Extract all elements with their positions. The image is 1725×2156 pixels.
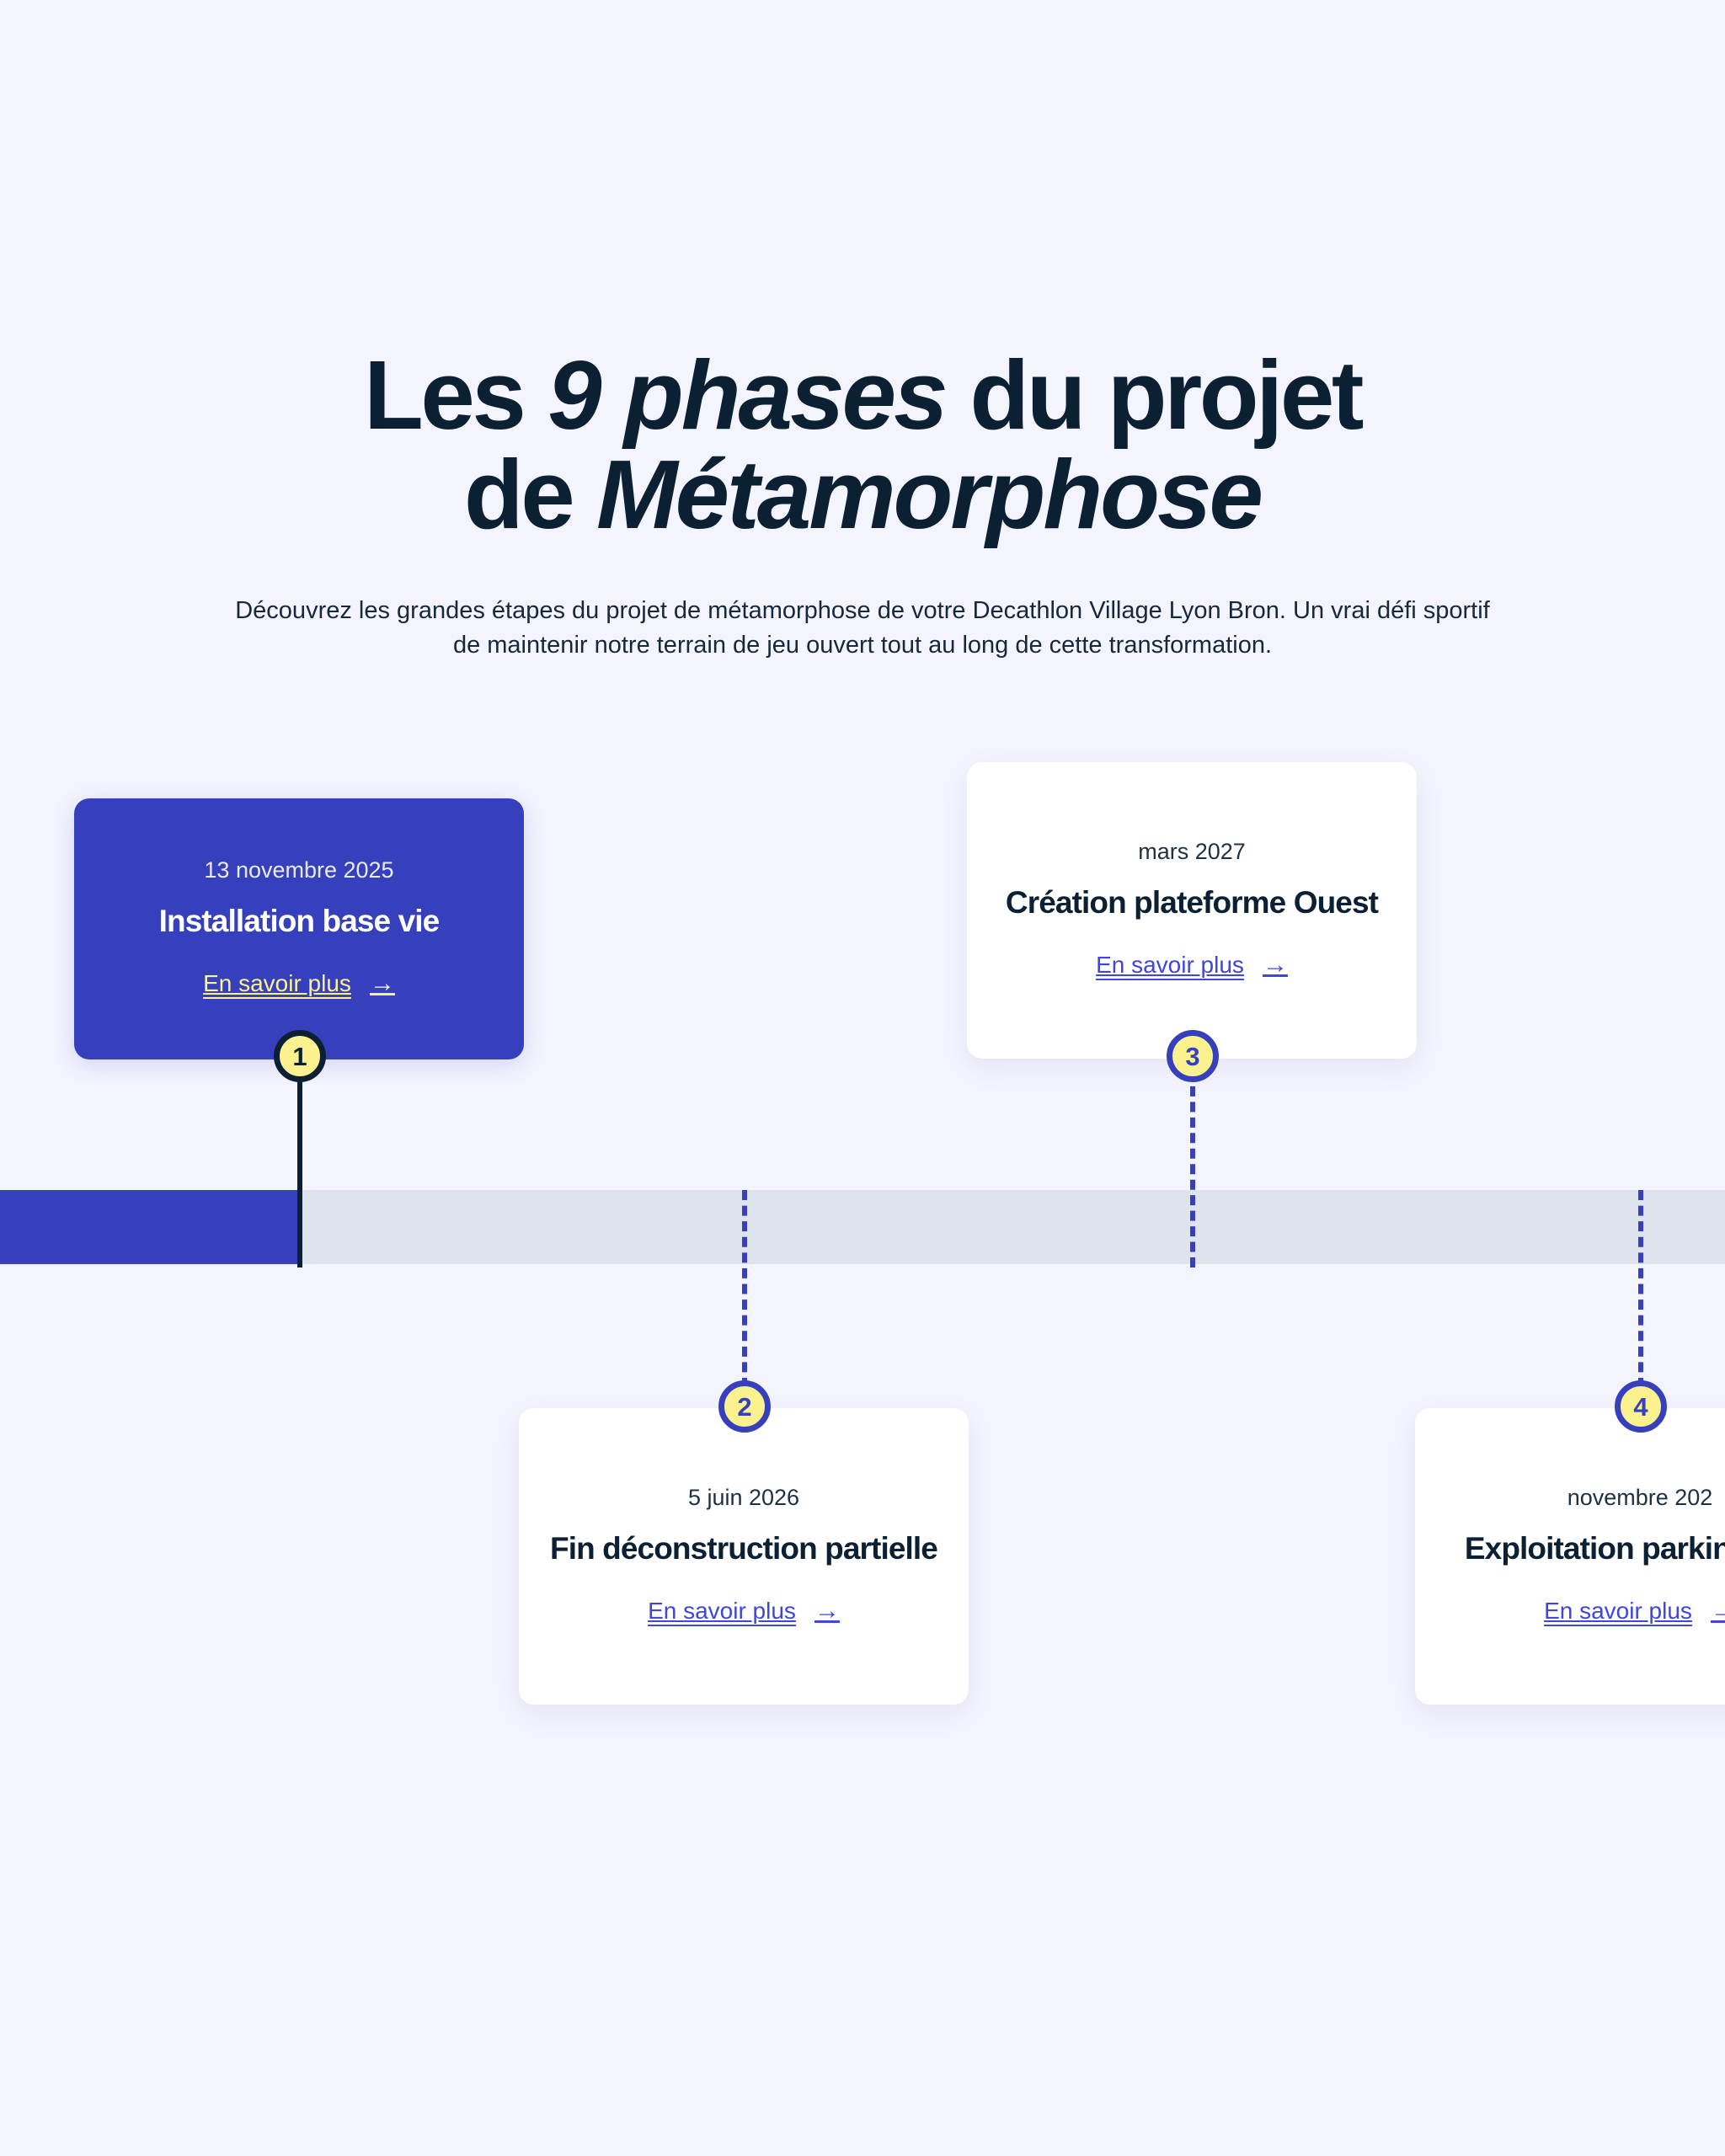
phase-badge-2[interactable]: 2 (718, 1380, 771, 1433)
title-part-1: Les (363, 340, 548, 450)
learn-more-label: En savoir plus (203, 970, 351, 997)
phase-badge-number: 2 (737, 1391, 752, 1422)
learn-more-link-1[interactable]: En savoir plus → (103, 969, 495, 998)
phase-date: 5 juin 2026 (687, 1485, 800, 1511)
learn-more-label: En savoir plus (1096, 952, 1244, 979)
page-subtitle: Découvrez les grandes étapes du projet d… (235, 596, 1490, 659)
timeline-progress-fill (0, 1190, 300, 1264)
timeline-track (0, 1190, 1725, 1264)
phase-badge-4[interactable]: 4 (1615, 1380, 1667, 1433)
phase-card-3[interactable]: mars 2027 Création plateforme Ouest En s… (967, 762, 1417, 1059)
title-emphasis-phases: 9 phases (547, 340, 948, 450)
phase-badge-3[interactable]: 3 (1167, 1030, 1219, 1082)
learn-more-link-4[interactable]: En savoir plus → (1444, 1597, 1725, 1625)
arrow-right-icon: → (1710, 1597, 1725, 1625)
phase-badge-1[interactable]: 1 (274, 1030, 326, 1082)
phase-badge-number: 1 (292, 1041, 307, 1071)
arrow-right-icon: → (1262, 951, 1288, 979)
learn-more-label: En savoir plus (648, 1598, 796, 1625)
connector-line-2 (742, 1190, 747, 1388)
arrow-right-icon: → (814, 1597, 840, 1625)
phase-title: Création plateforme Ouest (1005, 884, 1379, 920)
phase-badge-number: 3 (1185, 1041, 1200, 1071)
learn-more-link-3[interactable]: En savoir plus → (996, 951, 1388, 979)
phase-title: Installation base vie (158, 903, 441, 938)
learn-more-link-2[interactable]: En savoir plus → (547, 1597, 940, 1625)
title-part-3: de (463, 440, 597, 550)
phase-badge-number: 4 (1633, 1391, 1648, 1422)
phase-date: 13 novembre 2025 (204, 857, 394, 883)
title-part-2: du projet (945, 340, 1364, 450)
phase-card-2[interactable]: 5 juin 2026 Fin déconstruction partielle… (519, 1408, 969, 1705)
arrow-right-icon: → (369, 969, 395, 998)
phase-date: mars 2027 (1138, 839, 1246, 865)
connector-line-4 (1638, 1190, 1643, 1388)
connector-line-1 (297, 1055, 302, 1267)
connector-line-3 (1190, 1055, 1195, 1267)
phase-card-1[interactable]: 13 novembre 2025 Installation base vie E… (74, 798, 524, 1059)
phase-title: Exploitation parking Oue (1464, 1530, 1725, 1566)
phase-date: novembre 202 (1567, 1485, 1713, 1511)
learn-more-label: En savoir plus (1544, 1598, 1692, 1625)
phase-card-4[interactable]: novembre 202 Exploitation parking Oue En… (1415, 1408, 1725, 1705)
phase-title: Fin déconstruction partielle (550, 1530, 938, 1566)
title-emphasis-metamorphose: Métamorphose (596, 440, 1263, 550)
